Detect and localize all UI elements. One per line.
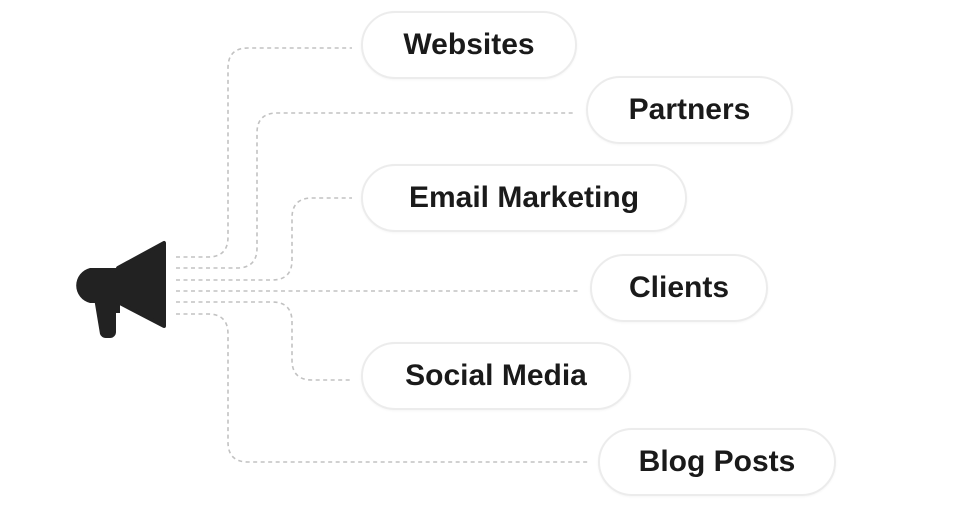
- channel-pill-clients: Clients: [590, 254, 768, 322]
- connector-blog-posts: [176, 313, 590, 463]
- connector-partners: [176, 112, 575, 269]
- megaphone-icon: [76, 241, 166, 339]
- channel-pill-blog-posts: Blog Posts: [598, 428, 836, 496]
- channel-pill-websites: Websites: [361, 11, 577, 79]
- channel-pill-email-marketing: Email Marketing: [361, 164, 687, 232]
- connector-social-media: [176, 301, 352, 381]
- connector-websites: [176, 47, 352, 258]
- channel-pill-partners: Partners: [586, 76, 793, 144]
- channel-pill-social-media: Social Media: [361, 342, 631, 410]
